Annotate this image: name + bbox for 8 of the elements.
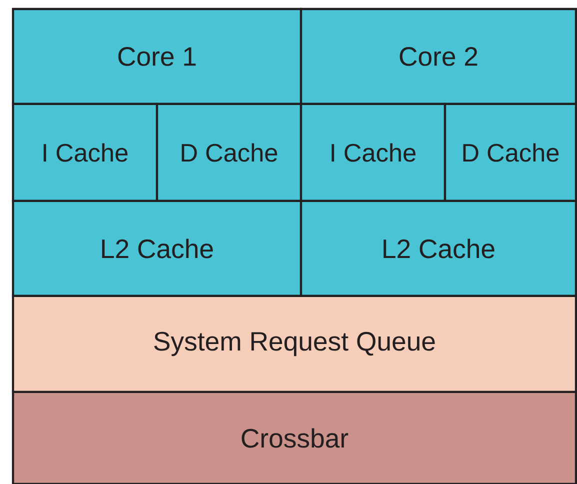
cache-box: L2 Cache <box>12 200 302 298</box>
crossbar-box: Crossbar <box>12 390 577 484</box>
queue-box: System Request Queue <box>12 294 577 394</box>
cache-box: D Cache <box>444 102 577 202</box>
core-box: Core 1 <box>12 8 302 106</box>
cache-box: I Cache <box>12 102 158 202</box>
cache-box: I Cache <box>300 102 446 202</box>
cache-box: D Cache <box>156 102 302 202</box>
